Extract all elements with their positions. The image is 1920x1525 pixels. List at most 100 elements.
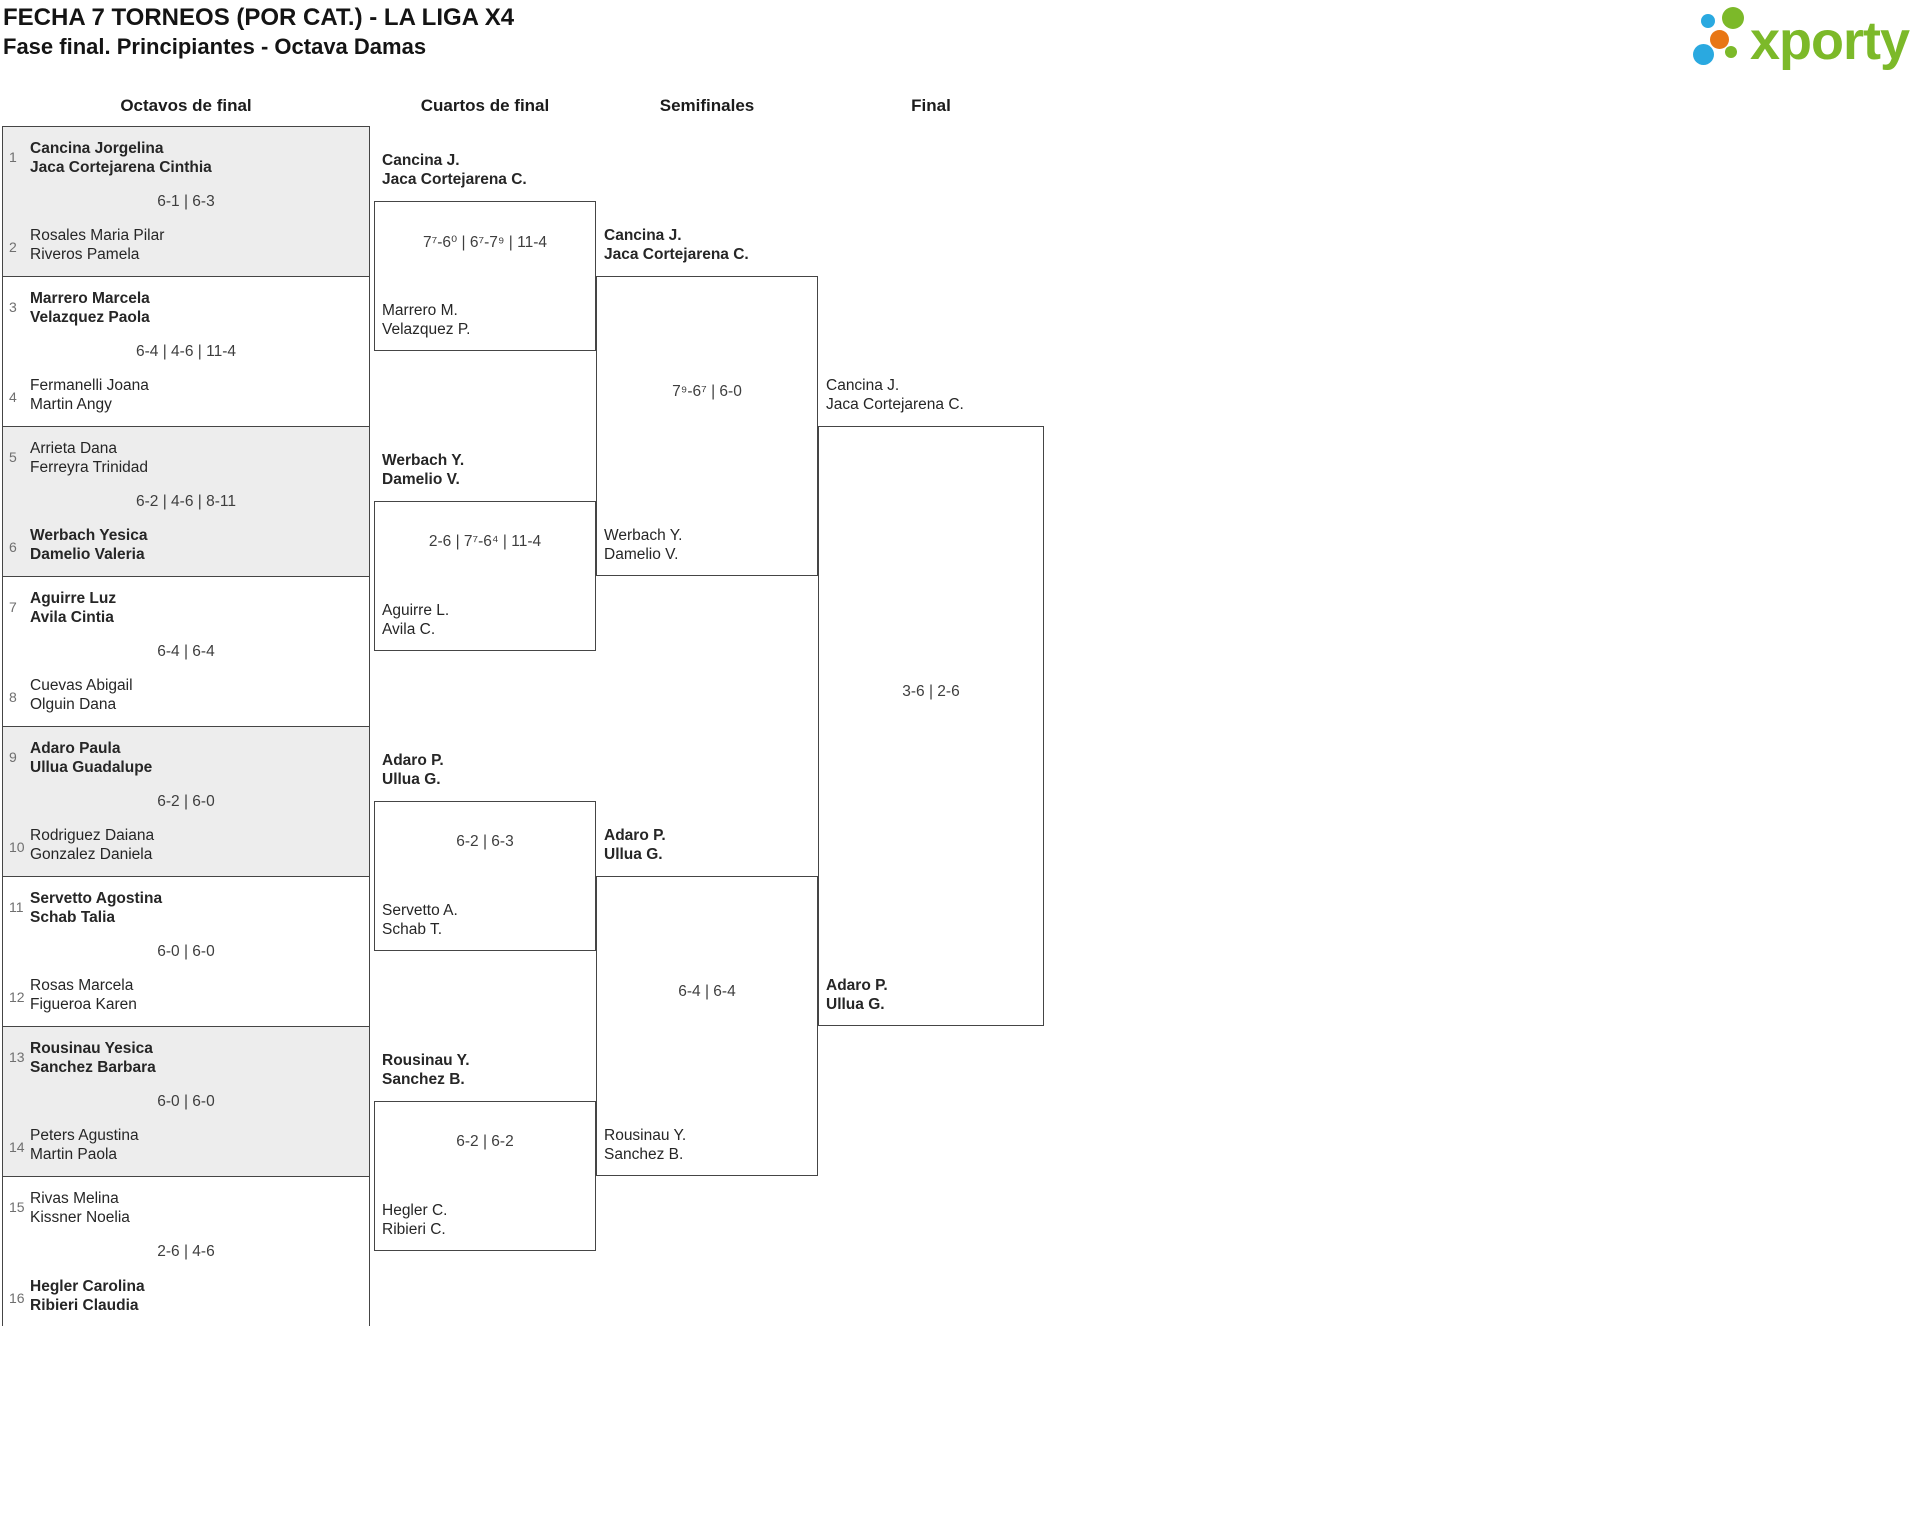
player-name: Arrieta Dana <box>30 440 118 457</box>
seed-number: 12 <box>9 989 25 1005</box>
logo-dot-blue-large-icon <box>1693 44 1714 65</box>
player-name: Rousinau Y. <box>604 1127 687 1144</box>
team-pair: Adaro Paula Ullua Guadalupe <box>30 739 152 777</box>
seed-number: 13 <box>9 1049 25 1065</box>
r16-match-2: 3 Marrero Marcela Velazquez Paola 6-4 | … <box>3 277 369 427</box>
match-score: 6-4 | 6-4 <box>157 642 215 660</box>
match-score: 6-4 | 4-6 | 11-4 <box>136 342 236 360</box>
player-name: Rousinau Y. <box>382 1052 470 1069</box>
logo-wordmark: xporty <box>1750 11 1910 71</box>
r16-match-1: 1 Cancina Jorgelina Jaca Cortejarena Cin… <box>3 127 369 277</box>
team-pair: Cuevas Abigail Olguin Dana <box>30 676 133 714</box>
sf-match-2-box <box>596 876 818 1176</box>
round-header-final: Final <box>911 96 951 115</box>
player-name: Cancina J. <box>826 377 900 394</box>
round-header-cuartos: Cuartos de final <box>420 96 550 115</box>
player-name: Ribieri C. <box>382 1221 446 1238</box>
r16-match-6: 11 Servetto Agostina Schab Talia 6-0 | 6… <box>3 877 369 1027</box>
player-name: Werbach Y. <box>382 452 465 469</box>
player-name: Rousinau Yesica <box>30 1040 153 1057</box>
player-name: Adaro P. <box>604 827 666 844</box>
player-name: Jaca Cortejarena C. <box>382 171 527 188</box>
player-name: Cancina J. <box>604 227 682 244</box>
sf-match-1-box <box>596 276 818 576</box>
player-name: Martin Angy <box>30 396 112 413</box>
player-name: Riveros Pamela <box>30 246 140 263</box>
player-name: Ribieri Claudia <box>30 1297 139 1314</box>
sf2-score: 6-4 | 6-4 <box>678 983 736 1000</box>
player-name: Figueroa Karen <box>30 996 137 1013</box>
player-name: Cancina J. <box>382 152 460 169</box>
r16-match-3: 5 Arrieta Dana Ferreyra Trinidad 6-2 | 4… <box>3 427 369 577</box>
match-score: 2-6 | 4-6 <box>157 1243 215 1260</box>
qf2-top-pair: Werbach Y. Damelio V. <box>382 451 594 489</box>
player-name: Martin Paola <box>30 1146 118 1163</box>
logo-dot-orange-icon <box>1710 30 1729 49</box>
logo-dot-green-large-icon <box>1722 7 1744 29</box>
logo-dot-green-small-icon <box>1725 46 1737 58</box>
r16-match-8: 15 Rivas Melina Kissner Noelia 2-6 | 4-6… <box>3 1177 369 1327</box>
player-name: Servetto A. <box>382 902 458 919</box>
seed-number: 7 <box>9 599 17 615</box>
team-pair: Rousinau Yesica Sanchez Barbara <box>30 1039 156 1077</box>
team-pair: Cancina Jorgelina Jaca Cortejarena Cinth… <box>30 139 212 177</box>
r16-match-7: 13 Rousinau Yesica Sanchez Barbara 6-0 |… <box>3 1027 369 1177</box>
qf1-bottom-pair: Marrero M. Velazquez P. <box>382 301 594 339</box>
player-name: Gonzalez Daniela <box>30 846 153 863</box>
team-pair: Servetto Agostina Schab Talia <box>30 889 162 927</box>
qf1-top-pair: Cancina J. Jaca Cortejarena C. <box>382 151 594 189</box>
qf2-score: 2-6 | 7⁷-6⁴ | 11-4 <box>428 533 542 550</box>
match-score: 6-1 | 6-3 <box>157 192 215 210</box>
player-name: Adaro P. <box>382 752 444 769</box>
player-name: Olguin Dana <box>30 696 117 713</box>
player-name: Aguirre L. <box>382 602 450 619</box>
player-name: Sanchez B. <box>604 1146 684 1163</box>
match-score: 6-2 | 4-6 | 8-11 <box>136 492 236 510</box>
qf1-score: 7⁷-6⁰ | 6⁷-7⁹ | 11-4 <box>422 234 548 251</box>
seed-number: 6 <box>9 539 17 555</box>
player-name: Damelio V. <box>382 471 460 488</box>
page-subtitle: Fase final. Principiantes - Octava Damas <box>3 34 427 59</box>
octavos-column: 1 Cancina Jorgelina Jaca Cortejarena Cin… <box>2 126 370 1327</box>
player-name: Aguirre Luz <box>30 590 117 607</box>
player-name: Rodriguez Daiana <box>30 827 155 844</box>
qf-match-4-box <box>374 1101 596 1251</box>
player-name: Sanchez Barbara <box>30 1059 156 1076</box>
sf2-top-pair: Adaro P. Ullua G. <box>604 826 816 864</box>
team-pair: Arrieta Dana Ferreyra Trinidad <box>30 439 148 477</box>
team-pair: Fermanelli Joana Martin Angy <box>30 376 149 414</box>
player-name: Hegler C. <box>382 1202 448 1219</box>
seed-number: 1 <box>9 149 17 165</box>
player-name: Schab Talia <box>30 909 115 926</box>
player-name: Sanchez B. <box>382 1071 465 1088</box>
r16-match-4: 7 Aguirre Luz Avila Cintia 6-4 | 6-4 8 C… <box>3 577 369 727</box>
player-name: Peters Agustina <box>30 1127 139 1144</box>
player-name: Avila C. <box>382 621 436 638</box>
player-name: Adaro P. <box>826 977 888 994</box>
player-name: Servetto Agostina <box>30 890 163 907</box>
qf-match-3-box <box>374 801 596 951</box>
team-pair: Rosales Maria Pilar Riveros Pamela <box>30 226 164 264</box>
sf1-score: 7⁹-6⁷ | 6-0 <box>672 383 742 400</box>
player-name: Jaca Cortejarena C. <box>826 396 964 413</box>
final-bottom-pair: Adaro P. Ullua G. <box>826 976 1038 1014</box>
sf1-bottom-pair: Werbach Y. Damelio V. <box>604 526 816 564</box>
player-name: Ullua Guadalupe <box>30 759 153 776</box>
logo-dot-blue-small-icon <box>1701 14 1715 28</box>
player-name: Ullua G. <box>604 846 663 863</box>
qf4-score: 6-2 | 6-2 <box>456 1133 514 1150</box>
seed-number: 2 <box>9 239 17 255</box>
player-name: Velazquez Paola <box>30 309 150 326</box>
player-name: Rosas Marcela <box>30 977 134 994</box>
xporty-logo[interactable]: xporty <box>1688 4 1920 80</box>
qf-match-1-box <box>374 201 596 351</box>
seed-number: 10 <box>9 839 25 855</box>
team-pair: Aguirre Luz Avila Cintia <box>30 589 116 627</box>
team-pair: Rivas Melina Kissner Noelia <box>30 1189 130 1227</box>
qf2-bottom-pair: Aguirre L. Avila C. <box>382 601 594 639</box>
player-name: Damelio Valeria <box>30 546 145 563</box>
round-header-semifinales: Semifinales <box>659 96 755 115</box>
seed-number: 8 <box>9 689 17 705</box>
player-name: Werbach Y. <box>604 527 683 544</box>
